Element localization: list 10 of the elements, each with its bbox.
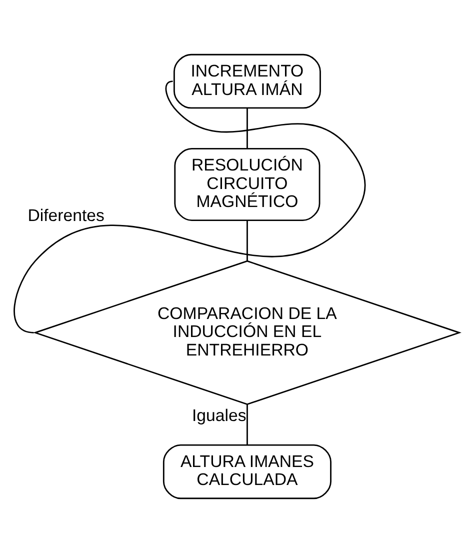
connector [246,108,248,148]
node-box: ALTURA IMANES CALCULADA [162,444,332,499]
connector [14,80,366,333]
connector [246,220,248,260]
edge-label: Diferentes [28,205,104,224]
node-box: RESOLUCIÓN CIRCUITO MAGNÉTICO [174,148,320,221]
node-diamond: COMPARACION DE LA INDUCCIÓN EN EL ENTREHIERRO [32,260,462,405]
edge-label: Iguales [192,405,246,424]
node-box: INCREMENTO ALTURA IMÁN [174,53,321,108]
connector [246,404,248,444]
